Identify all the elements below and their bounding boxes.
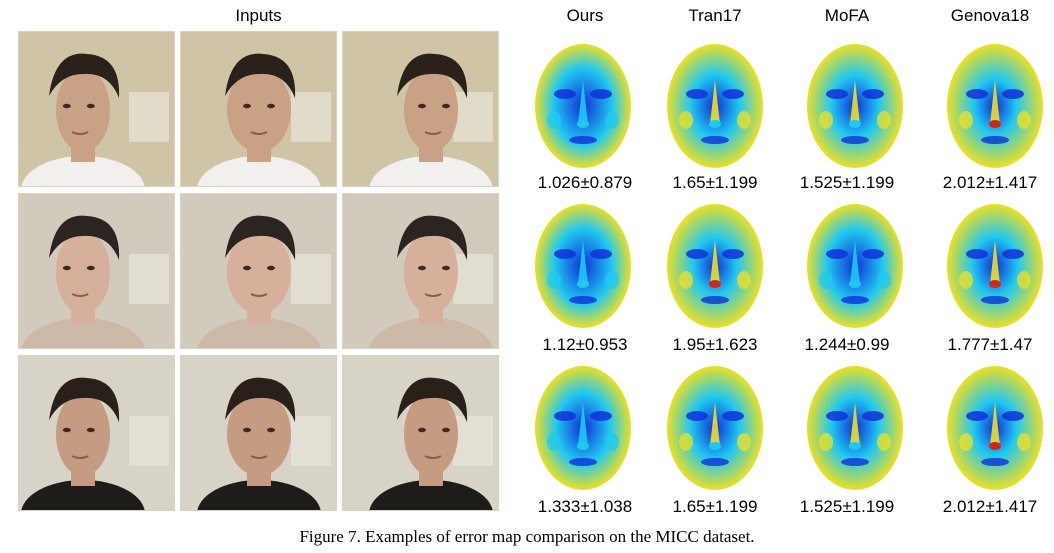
error-value: 2.012±1.417 xyxy=(942,497,1038,516)
input-photo xyxy=(342,355,499,511)
figure-caption: Figure 7. Examples of error map comparis… xyxy=(299,527,755,546)
input-photo xyxy=(342,31,499,187)
error-value: 1.65±1.199 xyxy=(672,173,758,192)
input-photo xyxy=(18,193,175,349)
input-photo xyxy=(18,31,175,187)
error-map-face xyxy=(940,40,1050,174)
error-map-face xyxy=(528,362,638,496)
input-photo xyxy=(180,193,337,349)
input-photo xyxy=(180,355,337,511)
tran17-header: Tran17 xyxy=(688,6,742,25)
error-map-face xyxy=(940,200,1050,334)
error-map-face xyxy=(940,362,1050,496)
inputs-header: Inputs xyxy=(235,6,282,25)
input-photo xyxy=(18,355,175,511)
error-map-face xyxy=(660,40,770,174)
input-photo xyxy=(180,31,337,187)
error-value: 2.012±1.417 xyxy=(942,173,1038,192)
error-value: 1.12±0.953 xyxy=(542,335,628,354)
mofa-header: MoFA xyxy=(824,6,870,25)
error-value: 1.333±1.038 xyxy=(537,497,633,516)
error-value: 1.777±1.47 xyxy=(947,335,1033,354)
error-value: 1.525±1.199 xyxy=(799,497,895,516)
ours-header: Ours xyxy=(566,6,604,25)
error-value: 1.244±0.99 xyxy=(804,335,890,354)
error-value: 1.525±1.199 xyxy=(799,173,895,192)
error-map-face xyxy=(800,362,910,496)
error-map-face xyxy=(528,40,638,174)
error-map-face xyxy=(660,200,770,334)
error-value: 1.026±0.879 xyxy=(537,173,633,192)
error-map-face xyxy=(800,200,910,334)
error-map-face xyxy=(528,200,638,334)
error-value: 1.65±1.199 xyxy=(672,497,758,516)
error-map-face xyxy=(660,362,770,496)
error-value: 1.95±1.623 xyxy=(672,335,758,354)
genova18-header: Genova18 xyxy=(950,6,1030,25)
input-photo xyxy=(342,193,499,349)
error-map-face xyxy=(800,40,910,174)
